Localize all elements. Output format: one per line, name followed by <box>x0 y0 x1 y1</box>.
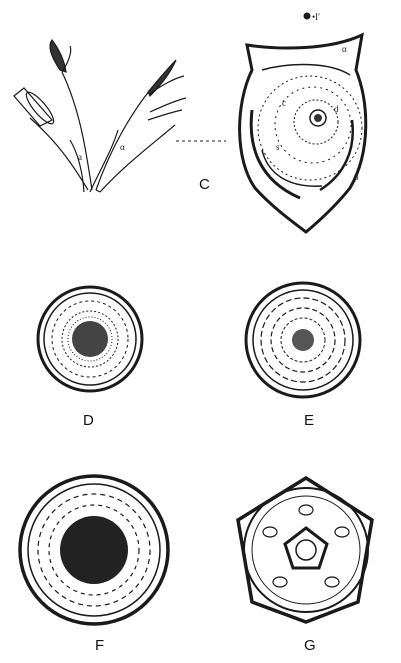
mark-alpha-left: α <box>120 142 125 152</box>
mark-s: s <box>276 142 280 152</box>
floral-diagram-c <box>240 13 366 233</box>
floral-diagram-f <box>20 476 168 624</box>
mark-alpha-right: α <box>342 44 347 54</box>
figure-label-c: C <box>199 176 210 193</box>
floral-diagram-e <box>246 283 360 397</box>
floral-diagram-d <box>38 287 142 391</box>
figure-label-g: G <box>304 637 316 654</box>
spikelet-drawing <box>14 40 186 192</box>
figure-label-d: D <box>83 412 94 429</box>
mark-axis: •I' <box>312 12 320 22</box>
mark-beta: β <box>354 172 359 182</box>
figure-label-f: F <box>95 637 104 654</box>
mark-c: c <box>282 98 286 108</box>
figure-label-e: E <box>304 412 314 429</box>
mark-a: a <box>78 152 82 162</box>
floral-diagram-g <box>238 478 372 622</box>
mark-d: d <box>334 104 339 114</box>
